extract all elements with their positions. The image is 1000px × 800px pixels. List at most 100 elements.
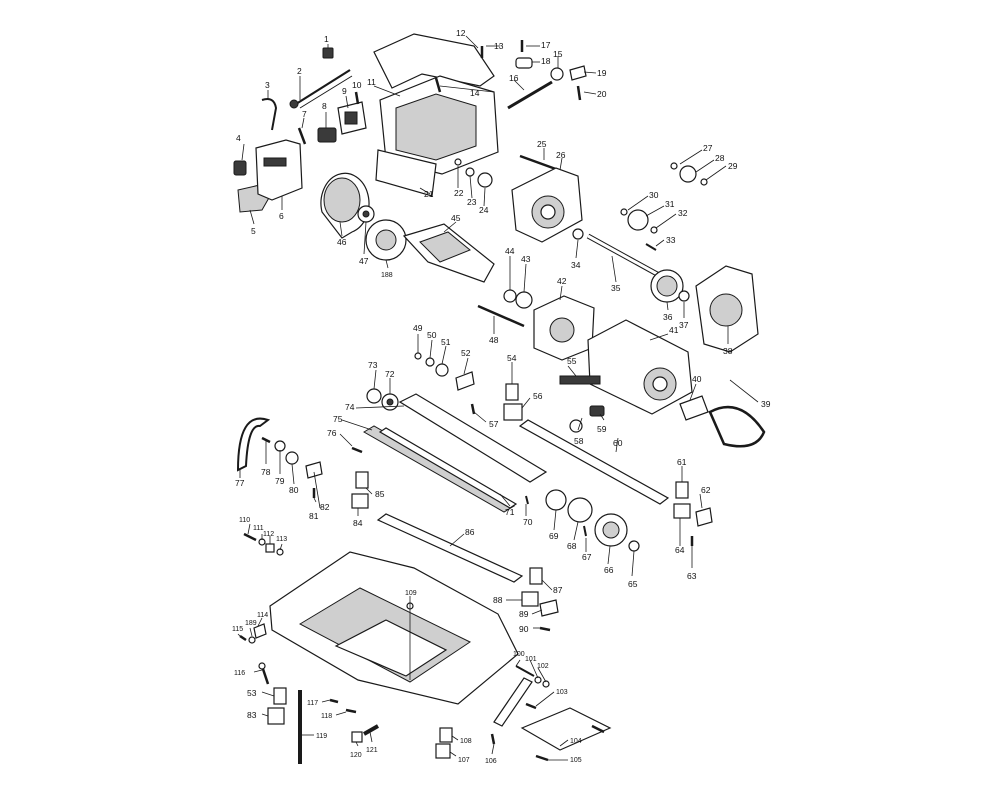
label-66: 66 [604,565,614,575]
label-88: 88 [493,595,503,605]
label-36: 36 [663,312,673,322]
label-106: 106 [485,758,497,765]
label-112: 112 [263,531,274,538]
label-23: 23 [467,197,477,207]
label-37: 37 [679,320,689,330]
label-49: 49 [413,323,423,333]
label-47: 47 [359,256,369,266]
feed-roller-lower [376,513,559,632]
label-116: 116 [234,670,245,677]
label-3: 3 [265,80,270,90]
label-30: 30 [649,190,659,200]
label-9: 9 [342,86,347,96]
label-63: 63 [687,571,697,581]
label-17: 17 [541,40,551,50]
label-115: 115 [232,626,243,633]
label-84: 84 [353,518,363,528]
label-42: 42 [557,276,567,286]
label-79: 79 [275,476,285,486]
label-86: 86 [465,527,475,537]
label-90: 90 [519,624,529,634]
label-52: 52 [461,348,471,358]
label-56: 56 [533,391,543,401]
label-11: 11 [367,77,376,87]
motor-housing-right [511,154,759,353]
label-10: 10 [352,80,362,90]
label-54: 54 [507,353,517,363]
label-107: 107 [458,757,470,764]
label-15: 15 [553,49,563,59]
label-83: 83 [247,710,257,720]
label-28: 28 [715,153,725,163]
label-64: 64 [675,545,685,555]
label-38: 38 [723,346,733,356]
label-70: 70 [523,517,533,527]
label-118: 118 [321,713,332,720]
label-78: 78 [261,467,271,477]
label-69: 69 [549,531,559,541]
switch-cord-parts [233,47,367,213]
label-44: 44 [505,246,515,256]
label-65: 65 [628,579,638,589]
label-80: 80 [289,485,299,495]
label-46: 46 [337,237,347,247]
label-27: 27 [703,143,713,153]
label-67: 67 [582,552,592,562]
label-53: 53 [247,688,257,698]
label-8: 8 [322,101,327,111]
label-7: 7 [302,109,307,119]
label-72: 72 [385,369,395,379]
label-25: 25 [537,139,547,149]
label-40: 40 [692,374,702,384]
label-58: 58 [574,436,584,446]
label-14: 14 [470,88,480,98]
label-105: 105 [570,757,582,764]
label-18: 18 [541,56,551,66]
label-103: 103 [556,689,568,696]
label-111: 111 [253,525,264,532]
label-16: 16 [509,73,519,83]
label-76: 76 [327,428,337,438]
label-59: 59 [597,424,607,434]
label-102: 102 [537,663,549,670]
brush-holder-parts [414,352,523,421]
label-104: 104 [570,738,582,745]
label-189: 189 [245,620,257,627]
label-12: 12 [456,28,466,38]
left-side-parts [236,417,369,509]
label-74: 74 [345,402,355,412]
label-39: 39 [761,399,771,409]
label-32: 32 [678,208,688,218]
label-85: 85 [375,489,385,499]
label-2: 2 [297,66,302,76]
label-35: 35 [611,283,621,293]
label-119: 119 [316,733,327,740]
label-6: 6 [279,211,284,221]
label-33: 33 [666,235,676,245]
top-cover-assembly [373,33,587,197]
label-21: 21 [424,189,434,199]
label-109: 109 [405,590,417,597]
label-26: 26 [556,150,566,160]
label-20: 20 [597,89,607,99]
label-50: 50 [427,330,437,340]
label-48: 48 [489,335,499,345]
feed-roller-upper [518,419,713,546]
label-1: 1 [324,34,329,44]
label-81: 81 [309,511,319,521]
label-45: 45 [451,213,461,223]
label-100: 100 [513,651,525,658]
label-57: 57 [489,419,499,429]
label-43: 43 [521,254,531,264]
label-4: 4 [236,133,241,143]
leader-lines [237,35,759,761]
label-29: 29 [728,161,738,171]
label-31: 31 [665,199,675,209]
armature-field-assembly [320,172,766,448]
label-87: 87 [553,585,563,595]
label-89: 89 [519,609,529,619]
label-113: 113 [276,536,287,543]
label-61: 61 [677,457,687,467]
label-101: 101 [525,656,537,663]
